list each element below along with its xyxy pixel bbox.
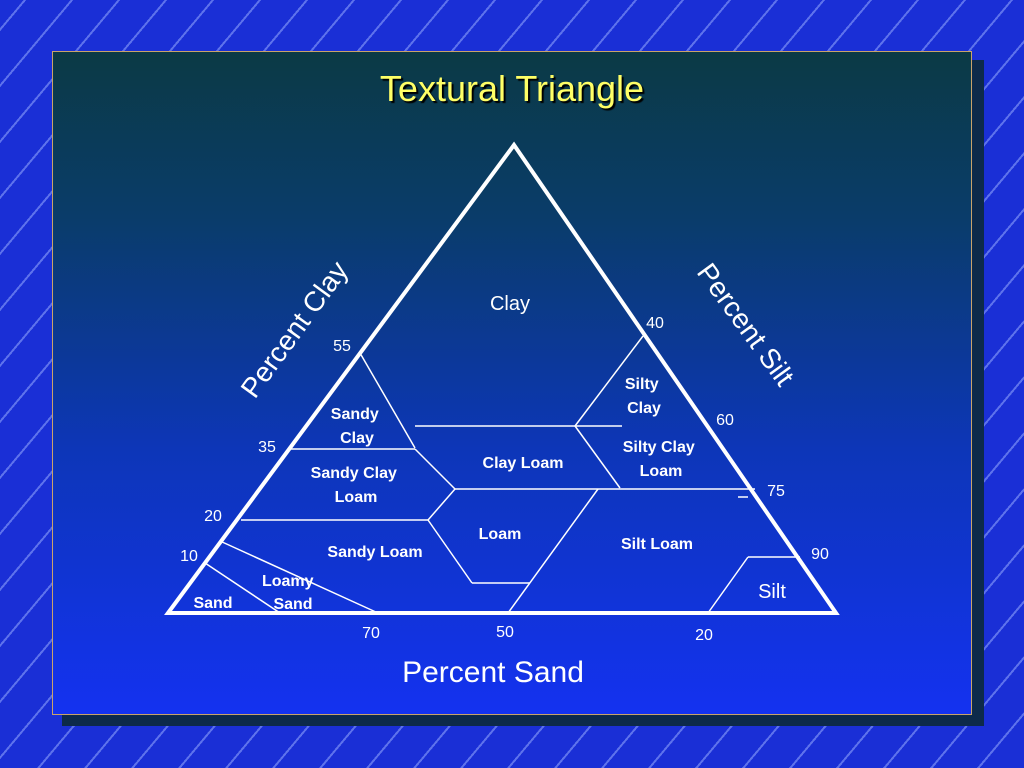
region-sandy-clay-loam-line-1: Sandy Clay [311,465,397,482]
region-silty-clay-line-2: Clay [627,400,661,417]
tick-silt-90: 90 [811,546,829,563]
axis-label-percent-clay: Percent Clay [235,255,354,403]
region-clay: Clay [490,293,530,315]
region-sandy-clay-line-2: Clay [340,430,374,447]
region-loam: Loam [479,526,522,543]
region-loamy-sand: Loamy Sand [262,573,318,613]
axis-label-percent-sand: Percent Sand [402,656,584,689]
region-sandy-clay: Sandy Clay [331,406,383,447]
region-loamy-sand-line-1: Loamy [262,573,314,590]
tick-clay-55: 55 [333,338,351,355]
region-silt: Silt [758,581,786,603]
region-sandy-loam: Sandy Loam [327,544,422,561]
tick-sand-70: 70 [362,625,380,642]
region-silty-clay: Silty Clay [625,376,663,417]
slide-panel [52,51,972,715]
slide-title: Textural Triangle [379,68,645,109]
tick-sand-50: 50 [496,624,514,641]
region-boundaries [204,335,800,614]
region-loamy-sand-line-2: Sand [273,596,312,613]
tick-silt-40: 40 [646,315,664,332]
tick-sand-20: 20 [695,627,713,644]
region-silty-clay-loam-line-2: Loam [640,463,683,480]
tick-clay-35: 35 [258,439,276,456]
tick-silt-75: 75 [767,483,785,500]
region-sandy-clay-line-1: Sandy [331,406,379,423]
region-silt-loam: Silt Loam [621,536,693,553]
region-clay-loam: Clay Loam [483,455,564,472]
tick-clay-20: 20 [204,508,222,525]
region-silty-clay-loam-line-1: Silty Clay [623,439,695,456]
triangle-outline [164,141,840,615]
region-sandy-clay-loam-line-2: Loam [335,489,378,506]
axis-label-percent-silt: Percent Silt [691,257,800,391]
region-sandy-clay-loam: Sandy Clay Loam [311,465,402,506]
tick-silt-60: 60 [716,412,734,429]
region-sand: Sand [193,595,232,612]
region-silty-clay-loam: Silty Clay Loam [623,439,699,480]
region-silty-clay-line-1: Silty [625,376,659,393]
tick-clay-10: 10 [180,548,198,565]
